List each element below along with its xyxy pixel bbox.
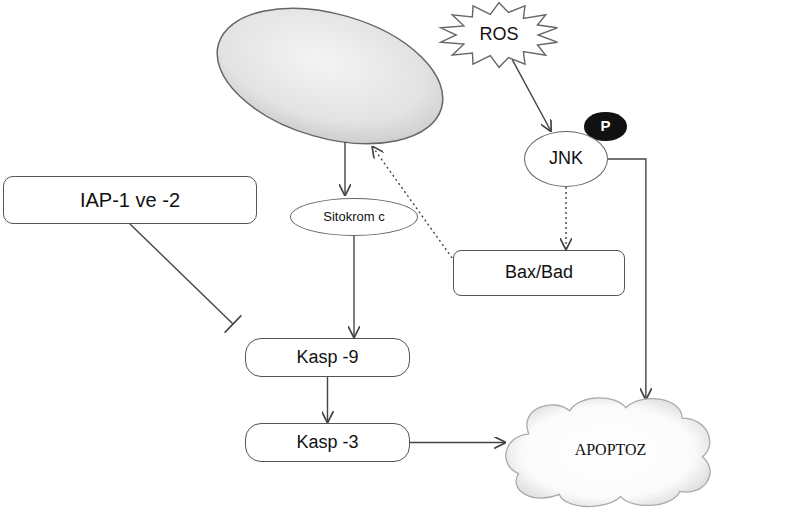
release-arrow (344, 142, 345, 196)
connector-group (130, 224, 241, 333)
connector-group (353, 236, 354, 338)
protein-box: Bax/Bad (453, 250, 625, 296)
caspase-box: Kasp -9 (245, 338, 410, 377)
node-label: IAP-1 ve -2 (80, 189, 180, 211)
dotted-arrow (565, 187, 566, 250)
connector-group (512, 60, 551, 132)
cloud-shape (506, 398, 710, 507)
connector-group (410, 442, 506, 443)
node-label: Kasp -3 (296, 433, 358, 453)
connector-group (565, 187, 566, 250)
arrow (353, 236, 354, 338)
node-label: JNK (549, 149, 583, 169)
caspase-box: Kasp -3 (245, 423, 410, 462)
mitochondrion (201, 0, 458, 168)
connector-group (327, 377, 328, 423)
node-label: Bax/Bad (505, 263, 573, 283)
node-label: APOPTOZ (575, 441, 647, 459)
inhibition-line (130, 224, 233, 324)
arrow (327, 377, 328, 423)
inhibition-bar (225, 315, 242, 332)
starburst-shape (441, 3, 558, 68)
node-label: Sitokrom c (323, 210, 384, 224)
cytochrome-ellipse: Sitokrom c (290, 198, 419, 236)
node-label: P (600, 118, 610, 135)
arrow (512, 60, 551, 132)
node-label: Kasp -9 (296, 348, 358, 368)
apoptosis-cloud: APOPTOZ (498, 392, 723, 507)
kinase-ellipse: JNK (524, 131, 608, 187)
arrow (410, 442, 506, 443)
node-label: ROS (479, 25, 518, 45)
ros-burst: ROS (438, 2, 560, 68)
inhibitor-box: IAP-1 ve -2 (3, 176, 257, 224)
